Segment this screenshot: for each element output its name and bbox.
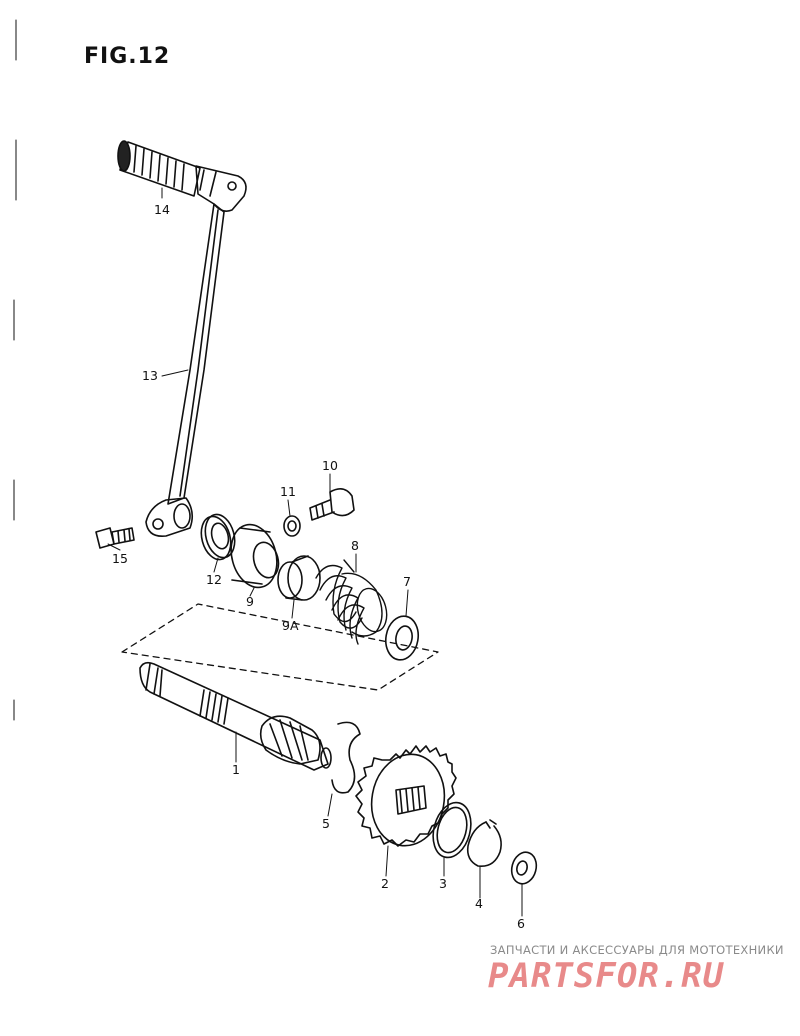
leader-lines	[107, 187, 523, 917]
part-14-grip	[117, 140, 247, 212]
callout-11: 11	[280, 484, 296, 499]
callout-10: 10	[322, 458, 338, 473]
callout-14: 14	[154, 202, 170, 217]
assembly-box	[121, 603, 439, 691]
callout-3: 3	[439, 876, 447, 891]
part-9-guide	[230, 523, 280, 589]
callout-7: 7	[403, 574, 411, 589]
part-3-washer	[432, 801, 472, 859]
callout-9: 9	[246, 594, 254, 609]
part-9a-bushing	[277, 555, 321, 601]
part-11-washer	[283, 515, 301, 537]
part-4-circlip	[466, 819, 502, 868]
edge-marks	[13, 19, 17, 721]
callout-1: 1	[232, 762, 240, 777]
figure-title: FIG.12	[84, 44, 171, 69]
callout-9a: 9A	[282, 618, 299, 633]
part-2-gear	[355, 745, 457, 847]
callout-2: 2	[381, 876, 389, 891]
part-7-washer	[384, 615, 420, 661]
part-5-clip	[331, 721, 361, 794]
watermark-brand: PARTSFOR.RU	[488, 956, 725, 996]
part-10-bolt	[309, 488, 355, 521]
callout-6: 6	[517, 916, 525, 931]
part-6-washer	[510, 851, 538, 885]
part-1-shaft	[139, 661, 332, 771]
callout-8: 8	[351, 538, 359, 553]
callout-12: 12	[206, 572, 222, 587]
watermark-tagline: ЗАПЧАСТИ И АКСЕССУАРЫ ДЛЯ МОТОТЕХНИКИ	[490, 943, 784, 957]
callout-4: 4	[475, 896, 483, 911]
part-15-bolt	[95, 527, 135, 549]
callout-13: 13	[142, 368, 158, 383]
callout-15: 15	[112, 551, 128, 566]
part-12-seal	[200, 513, 236, 561]
part-8-spring	[315, 559, 388, 645]
part-13-lever	[145, 203, 225, 538]
callout-5: 5	[322, 816, 330, 831]
